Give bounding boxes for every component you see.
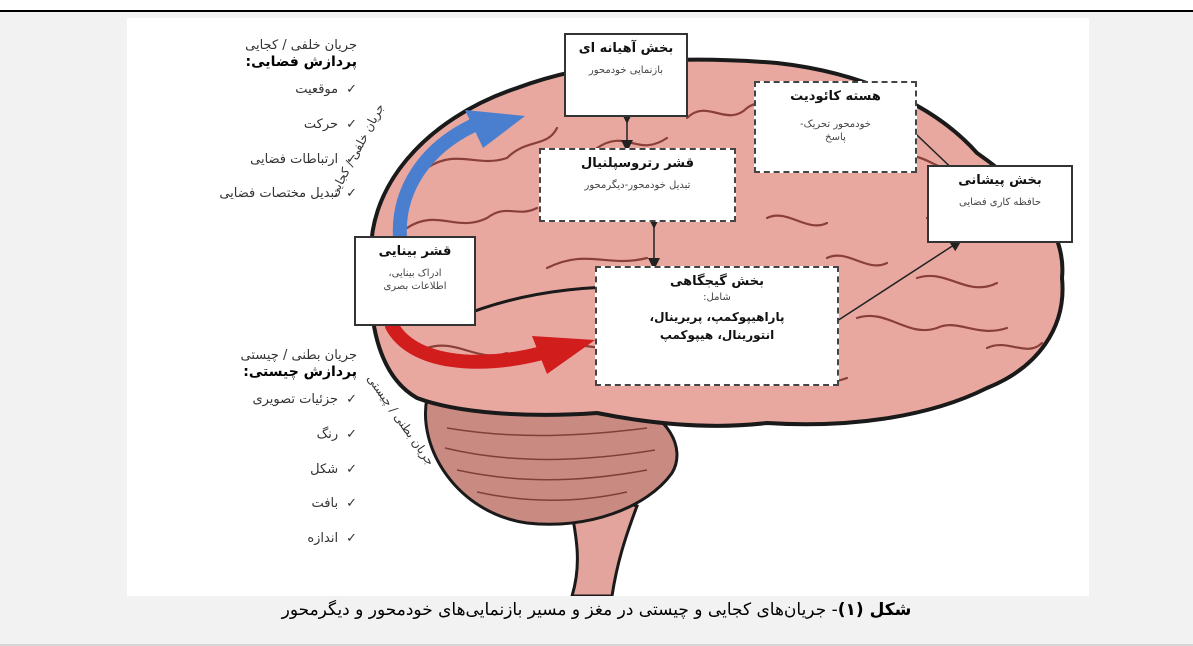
visual-cortex-box: قشر بینایی ادراک بینایی، اطلاعات بصری xyxy=(354,236,476,326)
caudate-box: هسته کائودیت خودمحور تحریک-پاسخ xyxy=(754,81,917,173)
frontal-title: بخش پیشانی xyxy=(933,173,1067,188)
check-icon: ✓ xyxy=(346,462,357,477)
list-item: ✓اندازه xyxy=(157,531,357,547)
temporal-sub: شامل: xyxy=(601,291,833,304)
ventral-stream-list: جریان بطنی / چیستی پردازش چیستی: ✓جزئیات… xyxy=(157,348,357,565)
list-item: ✓رنگ xyxy=(157,427,357,443)
parietal-title: بخش آهیانه ای xyxy=(570,41,682,56)
temporal-box: بخش گیجگاهی شامل: پاراهیپوکمپ، پریرینال،… xyxy=(595,266,839,386)
retrosplenial-title: قشر رتروسپلنیال xyxy=(545,156,730,171)
list-item: ✓ارتباطات فضایی xyxy=(157,152,357,168)
list-item: ✓جزئیات تصویری xyxy=(157,392,357,408)
caudate-title: هسته کائودیت xyxy=(760,89,911,104)
ventral-stream-title: جریان بطنی / چیستی xyxy=(157,348,357,364)
check-icon: ✓ xyxy=(346,392,357,407)
check-icon: ✓ xyxy=(346,186,357,201)
list-item: ✓حرکت xyxy=(157,117,357,133)
figure: جریان خلفی / کجایی پردازش فضایی: ✓موقعیت… xyxy=(127,18,1089,596)
visual-cortex-sub: ادراک بینایی، اطلاعات بصری xyxy=(360,267,470,293)
list-item: ✓بافت xyxy=(157,496,357,512)
dorsal-stream-list: جریان خلفی / کجایی پردازش فضایی: ✓موقعیت… xyxy=(157,38,357,221)
dorsal-stream-heading: پردازش فضایی: xyxy=(157,54,357,71)
retrosplenial-sub: تبدیل خودمحور-دیگرمحور xyxy=(545,179,730,192)
temporal-regions: پاراهیپوکمپ، پریرینال، انتورینال، هیپوکم… xyxy=(601,308,833,344)
retrosplenial-box: قشر رتروسپلنیال تبدیل خودمحور-دیگرمحور xyxy=(539,148,736,222)
list-item: ✓شکل xyxy=(157,462,357,478)
caudate-sub: خودمحور تحریک-پاسخ xyxy=(760,118,911,144)
check-icon: ✓ xyxy=(346,82,357,97)
caption-label: شکل (۱) xyxy=(838,600,912,620)
frontal-sub: حافظه کاری فضایی xyxy=(933,196,1067,209)
ventral-stream-heading: پردازش چیستی: xyxy=(157,364,357,381)
figure-caption: شکل (۱)- جریان‌های کجایی و چیستی در مغز … xyxy=(0,600,1193,620)
parietal-box: بخش آهیانه ای بازنمایی خودمحور xyxy=(564,33,688,117)
list-item: ✓موقعیت xyxy=(157,82,357,98)
caption-text: - جریان‌های کجایی و چیستی در مغز و مسیر … xyxy=(282,600,838,620)
frontal-box: بخش پیشانی حافظه کاری فضایی xyxy=(927,165,1073,243)
dorsal-stream-title: جریان خلفی / کجایی xyxy=(157,38,357,54)
check-icon: ✓ xyxy=(346,117,357,132)
check-icon: ✓ xyxy=(346,427,357,442)
check-icon: ✓ xyxy=(346,496,357,511)
check-icon: ✓ xyxy=(346,531,357,546)
visual-cortex-title: قشر بینایی xyxy=(360,244,470,259)
temporal-title: بخش گیجگاهی xyxy=(601,274,833,289)
parietal-sub: بازنمایی خودمحور xyxy=(570,64,682,77)
